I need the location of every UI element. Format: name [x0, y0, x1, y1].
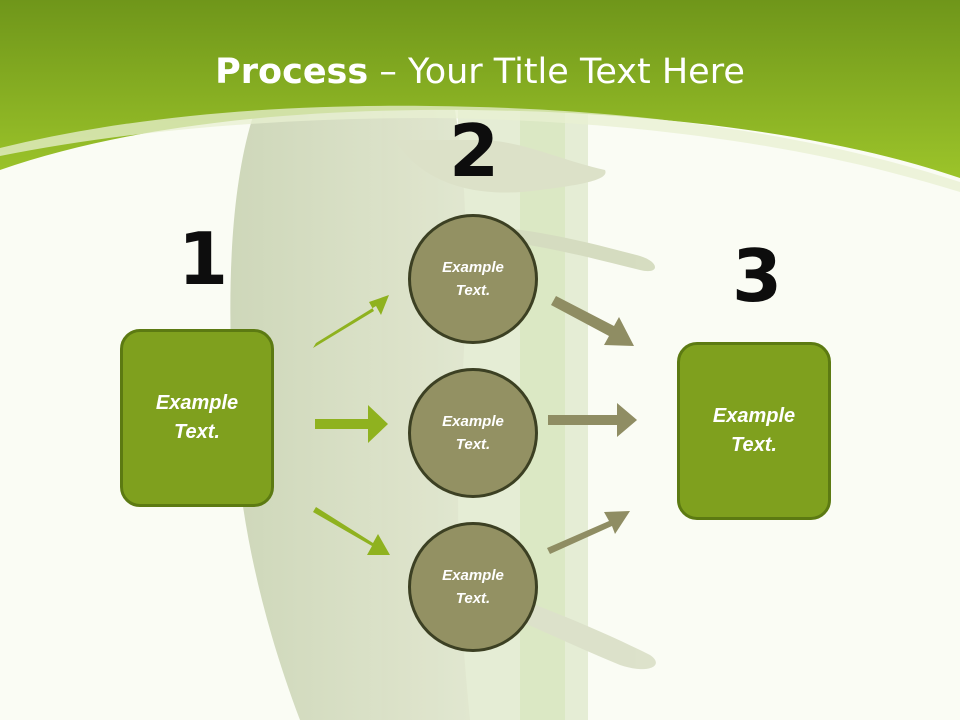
circle-top: Example Text. — [408, 214, 538, 344]
right-box-text: Example Text. — [712, 405, 796, 456]
title-rest: – Your Title Text Here — [368, 52, 745, 92]
arrow-right-up — [547, 511, 630, 554]
green-arrows — [313, 295, 390, 555]
left-process-box: Example Text. — [120, 329, 274, 507]
circle-top-text: Example Text. — [442, 259, 504, 299]
olive-arrows — [547, 296, 637, 554]
circle-middle: Example Text. — [408, 368, 538, 498]
arrow-right-down — [551, 296, 634, 346]
left-box-text: Example Text. — [155, 392, 239, 443]
circle-middle-text: Example Text. — [442, 413, 504, 453]
step-number-3: 3 — [732, 234, 783, 318]
arrow-right-straight — [548, 403, 637, 437]
arrow-left-up — [313, 295, 389, 348]
step-number-1: 1 — [178, 217, 229, 301]
step-number-2: 2 — [449, 109, 500, 193]
circle-bottom: Example Text. — [408, 522, 538, 652]
arrow-left-down — [313, 507, 390, 555]
slide-title: Process – Your Title Text Here — [0, 52, 960, 92]
right-process-box: Example Text. — [677, 342, 831, 520]
arrow-left-straight — [315, 405, 388, 443]
circle-bottom-text: Example Text. — [442, 567, 504, 607]
title-bold: Process — [215, 52, 369, 92]
